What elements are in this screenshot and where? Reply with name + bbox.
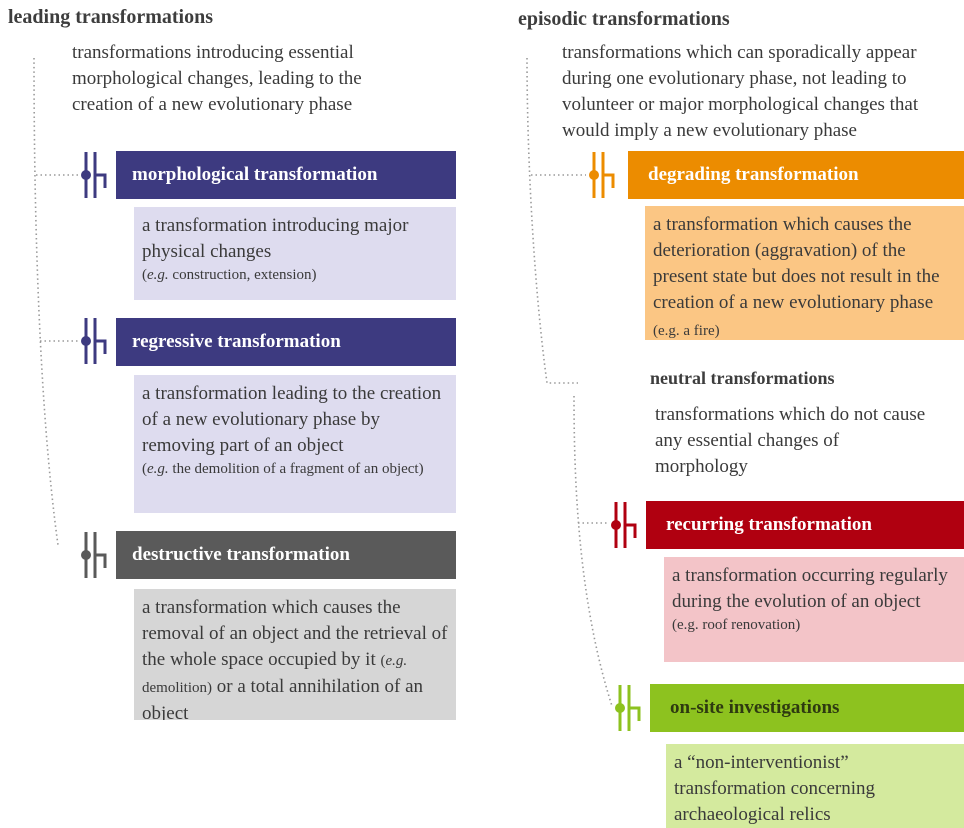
destructive-transformation-label: destructive transformation bbox=[116, 531, 456, 579]
example-paren: ( bbox=[142, 267, 147, 283]
recurring-desc-text: a transformation occurring regularly dur… bbox=[672, 565, 948, 612]
on-site-investigations-label: on-site investigations bbox=[650, 684, 964, 732]
destructive-transformation-description: a transformation which causes the remova… bbox=[134, 589, 456, 720]
leading-intro: transformations introducing essential mo… bbox=[72, 42, 362, 115]
degrading-example: (e.g. a fire) bbox=[653, 323, 720, 339]
example-text: construction, extension) bbox=[168, 267, 317, 283]
example-paren: ( bbox=[142, 461, 147, 477]
recurring-transformation-label: recurring transformation bbox=[646, 501, 964, 549]
split-node-icon bbox=[611, 502, 637, 548]
split-node-icon bbox=[81, 318, 107, 364]
example-eg: e.g. bbox=[147, 461, 169, 477]
destructive-example: (e.g. demolition) bbox=[142, 653, 407, 696]
neutral-intro: transformations which do not cause any e… bbox=[655, 404, 926, 477]
morphological-transformation-label: morphological transformation bbox=[116, 151, 456, 199]
destructive-desc-text: a transformation which causes the remova… bbox=[142, 597, 448, 670]
regressive-desc-text: a transformation leading to the creation… bbox=[142, 383, 442, 456]
episodic-heading: episodic transformations bbox=[518, 8, 730, 30]
degrading-transformation-description: a transformation which causes the deteri… bbox=[645, 206, 964, 340]
regressive-transformation-label: regressive transformation bbox=[116, 318, 456, 366]
regressive-example: (e.g. the demolition of a fragment of an… bbox=[142, 459, 450, 479]
degrading-desc-text: a transformation which causes the deteri… bbox=[653, 214, 940, 313]
example-eg: e.g. bbox=[385, 653, 408, 669]
example-text: the demolition of a fragment of an objec… bbox=[168, 461, 424, 477]
split-node-icon bbox=[589, 152, 615, 198]
recurring-example: (e.g. roof renovation) bbox=[672, 617, 801, 633]
morphological-transformation-description: a transformation introducing major physi… bbox=[134, 207, 456, 300]
leading-heading: leading transformations bbox=[8, 6, 213, 28]
split-node-icon bbox=[81, 152, 107, 198]
split-node-icon bbox=[615, 685, 641, 731]
regressive-transformation-description: a transformation leading to the creation… bbox=[134, 375, 456, 513]
split-node-icon bbox=[81, 532, 107, 578]
recurring-transformation-description: a transformation occurring regularly dur… bbox=[664, 557, 964, 662]
example-eg: e.g. bbox=[147, 267, 169, 283]
morphological-desc-text: a transformation introducing major physi… bbox=[142, 215, 409, 262]
degrading-transformation-label: degrading transformation bbox=[628, 151, 964, 199]
on-site-investigations-description: a “non-interventionist” transformation c… bbox=[666, 744, 964, 828]
neutral-heading: neutral transformations bbox=[650, 368, 835, 388]
example-text: demolition) bbox=[142, 680, 212, 696]
episodic-intro: transformations which can sporadically a… bbox=[562, 42, 919, 141]
morphological-example: (e.g. construction, extension) bbox=[142, 265, 450, 285]
example-paren: ( bbox=[380, 653, 386, 669]
destructive-desc-text-end: or a total annihilation of an object bbox=[142, 676, 424, 720]
